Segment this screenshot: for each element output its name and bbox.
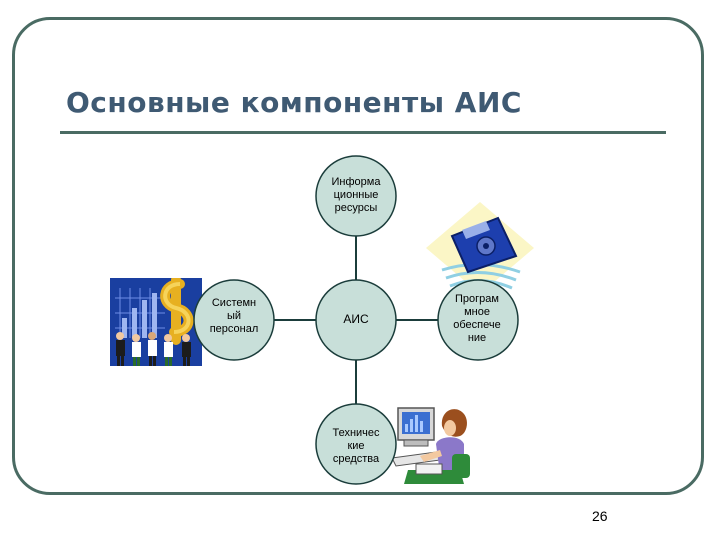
computer-user-clipart [391,407,470,484]
slide-frame [12,17,704,495]
slide-title: Основные компоненты АИС [66,86,522,119]
node-software [437,279,519,361]
business-people-dollar-clipart [110,278,202,366]
node-center [315,279,397,361]
node-label-center: АИС [343,312,369,326]
node-info [315,155,397,237]
floppy-disk-clipart [426,202,534,294]
node-hardware [315,403,397,485]
page-number: 26 [592,508,608,524]
title-underline [60,131,666,134]
node-staff [193,279,275,361]
